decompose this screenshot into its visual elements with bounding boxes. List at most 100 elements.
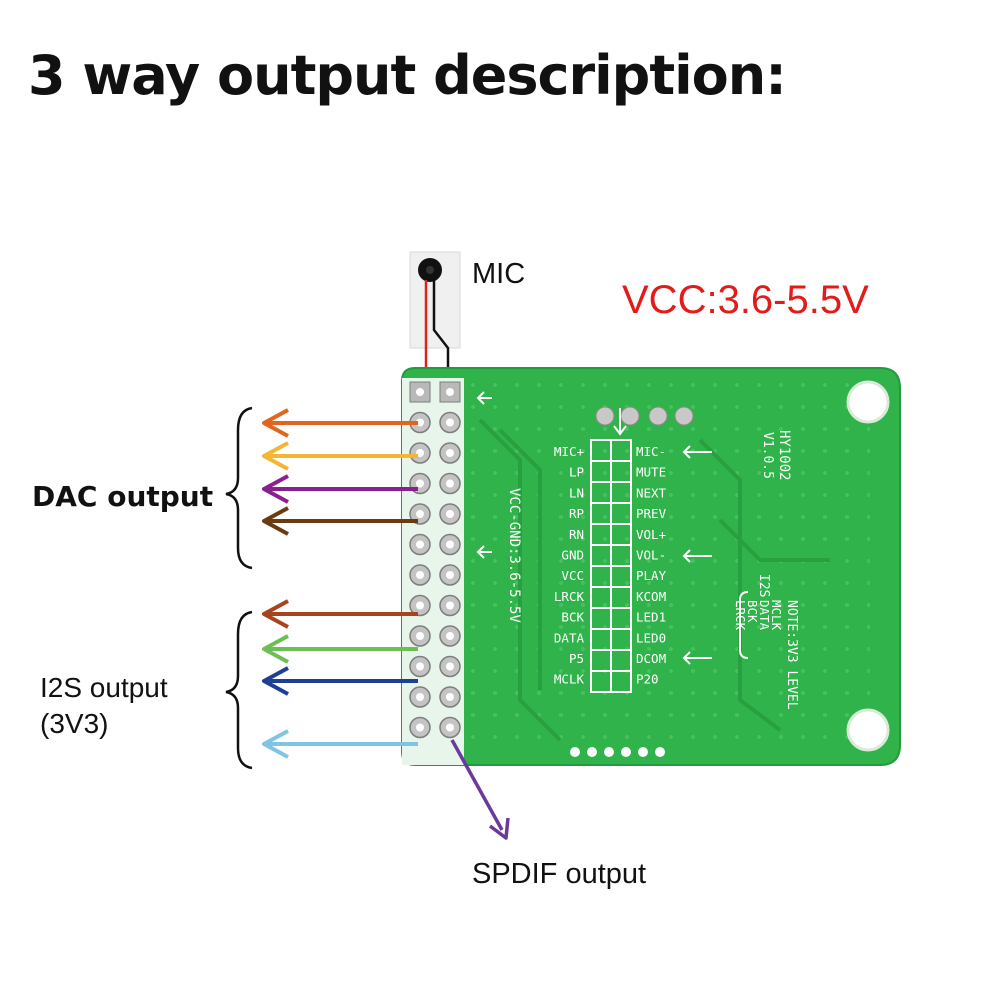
header-pin-hole [446,571,454,579]
board-i2s-tag: I2S [756,574,771,597]
header-pin-hole [446,723,454,732]
i2s-output-label-line1: I2S output [40,672,168,703]
output-arrow-head [262,634,289,664]
header-pin-hole [416,449,424,457]
left-pin-label: DATA [554,630,585,645]
header-pin [439,533,461,556]
vcc-label: VCC:3.6-5.5V [622,278,869,322]
header-pin [409,472,431,495]
header-pin [439,594,461,617]
output-arrow-head [262,729,289,759]
output-arrows [262,408,418,759]
bottom-pads [570,747,665,757]
right-pin-label: PREV [636,506,667,521]
header-pin [439,625,461,647]
i2s-output-label: I2S output (3V3) [40,670,168,742]
header-pin [409,594,431,617]
header-pin-hole [446,418,454,427]
right-pin-label: VOL- [636,548,666,563]
right-pin-label: PLAY [636,568,667,583]
header-pin [409,716,431,739]
header-pin-hole [446,693,454,701]
header-pin-hole [416,540,424,549]
right-pin-label: DCOM [636,651,666,666]
right-pin-label: P20 [636,672,659,687]
right-pin-label: LED1 [636,610,666,625]
pcb-board: VCC-GND:3.6-5.5V HY1002 V1.0.5 I2S NOTE:… [401,367,901,766]
header-pin [439,442,461,464]
right-pin-label: KCOM [636,589,666,604]
left-pin-label: RP [569,506,584,521]
output-arrow-head [262,408,289,438]
header-pin-hole [416,662,424,671]
header-pin [409,533,431,556]
header-pin [439,381,461,403]
board-version: V1.0.5 [760,432,775,479]
i2s-brace [225,610,253,770]
header-pin [409,381,431,403]
dac-brace [225,406,253,570]
header-pin-hole [446,449,454,457]
left-pin-label: MIC+ [554,444,584,459]
mount-hole-bottom [846,708,890,752]
right-pin-label: LED0 [636,630,666,645]
board-note-level: NOTE:3V3 LEVEL [784,600,799,710]
header-pin-hole [446,388,454,396]
header-pin-hole [446,601,454,610]
header-pin-hole [446,662,454,671]
pin-grid [590,439,632,693]
header-pin [409,655,431,678]
left-pin-label: BCK [561,610,584,625]
note-signal: DATA [757,600,772,631]
header-pin [439,503,461,525]
header-pin-hole [446,540,454,549]
output-arrow-head [262,599,289,629]
left-pin-label: P5 [569,651,584,666]
header-pin [439,655,461,678]
header-pin-hole [416,571,424,579]
header-pin-hole [416,632,424,640]
header-pin [409,503,431,525]
header-pin [439,472,461,495]
i2s-output-label-line2: (3V3) [40,708,109,739]
spdif-output-label: SPDIF output [472,858,647,890]
board-vcc-note: VCC-GND:3.6-5.5V [506,488,522,623]
right-pin-label: VOL+ [636,527,666,542]
header-pin-hole [416,693,424,701]
left-pin-label: VCC [561,568,584,583]
top-pads [595,406,694,436]
right-pin-label: MIC- [636,444,666,459]
header-pin [439,564,461,586]
left-pin-label: LN [569,485,584,500]
note-signal: LRCK [733,600,748,631]
header-pin [439,411,461,434]
header-pin-hole [446,479,454,488]
header-pin-hole [446,510,454,518]
dac-output-label: DAC output [32,480,214,513]
microphone [409,251,461,392]
left-pin-label: MCLK [554,672,585,687]
note-signal: MCLK [769,600,784,631]
mic-label: MIC [472,258,526,290]
spdif-arrow [450,739,510,840]
header-pin-hole [416,388,424,396]
header-pin-hole [416,510,424,518]
left-pin-label: LP [569,465,584,480]
header-pin-hole [446,632,454,640]
header-pin [439,686,461,708]
right-pin-label: MUTE [636,465,666,480]
left-pin-label: LRCK [554,589,585,604]
output-arrow-head [262,441,289,471]
output-arrow-head [262,506,289,536]
header-pin-hole [416,723,424,732]
header-pin-hole [416,479,424,488]
board-model: HY1002 [776,430,792,481]
header-pin [409,564,431,586]
header-pin [409,411,431,434]
note-signal: BCK [745,600,760,623]
output-arrow-head [262,666,289,696]
header-pin [409,686,431,708]
header-pin [409,625,431,647]
